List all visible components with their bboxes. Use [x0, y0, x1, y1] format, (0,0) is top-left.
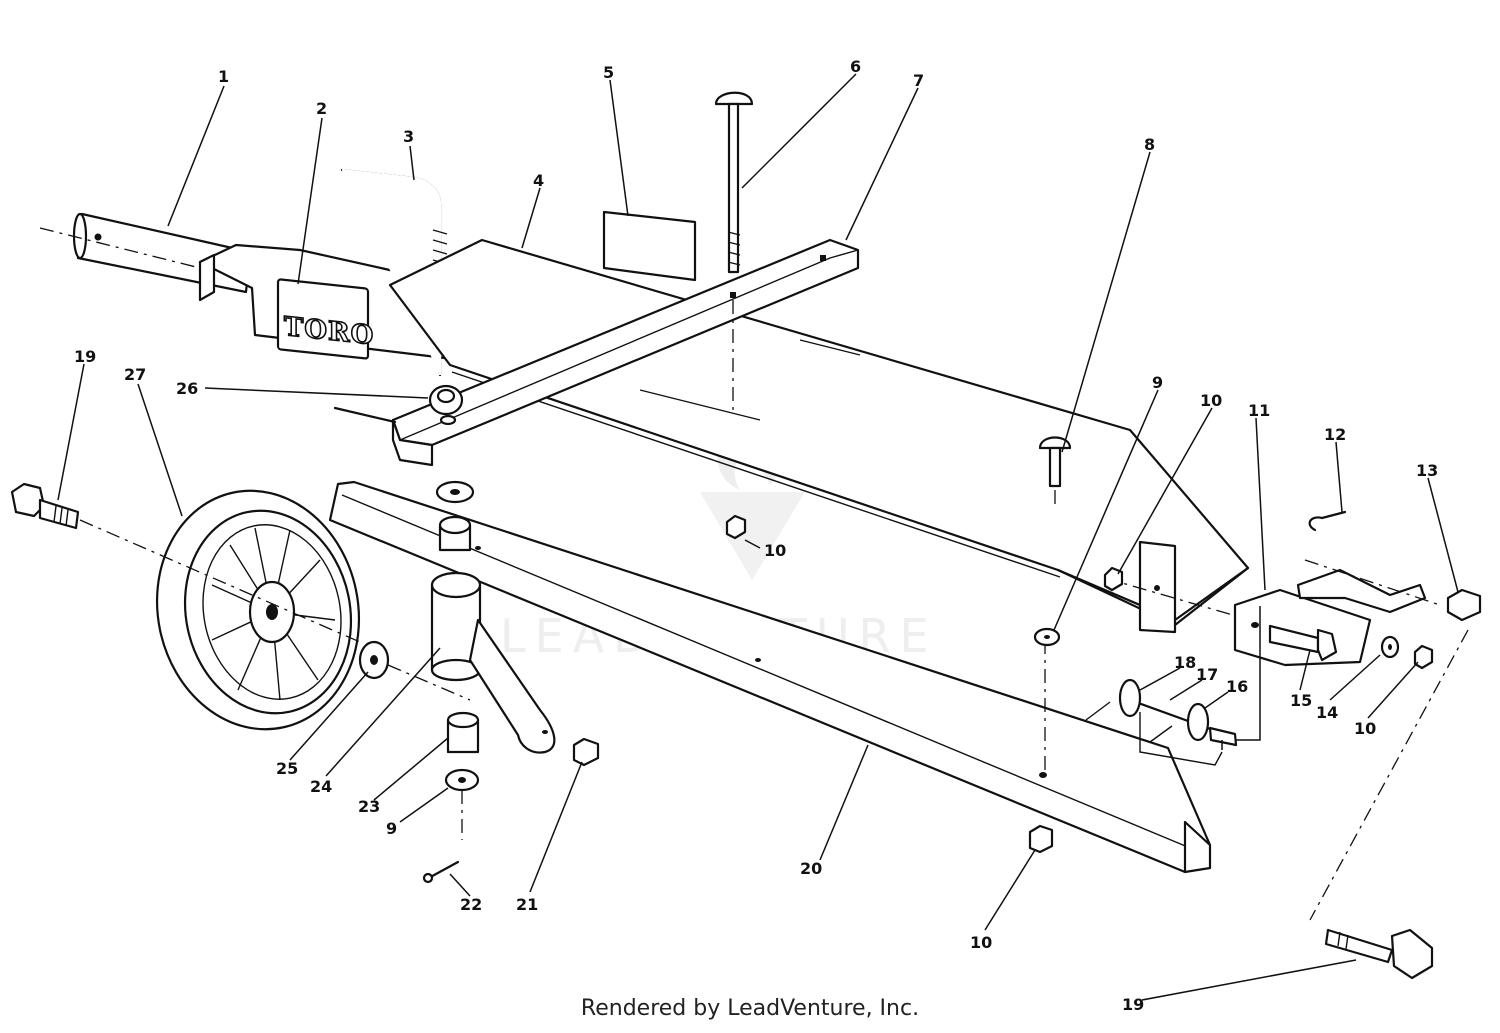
callout-27: 27: [124, 365, 146, 384]
callout-13: 13: [1416, 461, 1438, 480]
nut-10-right: [1413, 644, 1434, 670]
flange-nut-13: [1446, 588, 1482, 622]
callout-14: 14: [1316, 703, 1338, 722]
callout-26: 26: [176, 379, 198, 398]
callout-25: 25: [276, 759, 298, 778]
main-frame: [328, 480, 1212, 874]
wheel: [79, 489, 361, 731]
callout-20: 20: [800, 859, 822, 878]
callout-7: 7: [913, 71, 924, 90]
cross-bar: [391, 238, 860, 467]
callout-10-upper: 10: [1200, 391, 1222, 410]
washer-9-frame: [1033, 627, 1061, 647]
pin-nut: [333, 384, 464, 426]
callout-18: 18: [1174, 653, 1196, 672]
callout-8: 8: [1144, 135, 1155, 154]
caster-cotter-pin: [422, 860, 460, 884]
flap: [602, 210, 697, 282]
callout-15: 15: [1290, 691, 1312, 710]
callout-6: 6: [850, 57, 861, 76]
carriage-bolt: [1038, 436, 1072, 510]
nut-10-bottom: [1028, 824, 1054, 854]
callout-17: 17: [1196, 665, 1218, 684]
caster-washer-bottom: [444, 768, 480, 840]
shoulder-bolt-right: [1309, 629, 1469, 980]
callout-9-upper: 9: [1152, 373, 1163, 392]
cotter-pin: [1308, 510, 1347, 532]
caster-washer-top: [435, 480, 475, 504]
side-channel: [1104, 540, 1251, 634]
callout-21: 21: [516, 895, 538, 914]
caster-bushing-bottom: [446, 711, 480, 754]
callout-9-lower: 9: [386, 819, 397, 838]
handle-bracket: TORO: [198, 243, 450, 360]
caster-fork: [430, 571, 556, 754]
callout-19-right: 19: [1122, 995, 1144, 1014]
credit-line: Rendered by LeadVenture, Inc.: [580, 996, 920, 1021]
washer-14: [1380, 635, 1400, 659]
callout-11: 11: [1248, 401, 1270, 420]
callout-16: 16: [1226, 677, 1248, 696]
nut-21: [572, 737, 600, 767]
caster-bushing-top: [438, 515, 472, 552]
callout-10-right: 10: [1354, 719, 1376, 738]
callout-numbers: 1 2 3 4 5 6 7 8 9 10 11 12 13 10 19 27 2…: [74, 57, 1438, 1014]
callout-22: 22: [460, 895, 482, 914]
callout-5: 5: [603, 63, 614, 82]
callout-3: 3: [403, 127, 414, 146]
callout-1: 1: [218, 67, 229, 86]
callout-2: 2: [316, 99, 327, 118]
axle-springs: [1085, 678, 1238, 766]
shoulder-bolt-left: [10, 482, 80, 530]
nut-10-center: [725, 514, 747, 540]
callout-10-center: 10: [764, 541, 786, 560]
callout-19-left: 19: [74, 347, 96, 366]
callout-12: 12: [1324, 425, 1346, 444]
height-bracket: [1233, 559, 1441, 667]
long-bolt: [714, 91, 754, 410]
callout-24: 24: [310, 777, 332, 796]
leader-lines: [57, 73, 1459, 1001]
callout-4: 4: [533, 171, 544, 190]
wheel-washer: [358, 640, 471, 701]
shoulder-bolt-15: [1268, 624, 1338, 662]
callout-23: 23: [358, 797, 380, 816]
callout-10-bottom: 10: [970, 933, 992, 952]
